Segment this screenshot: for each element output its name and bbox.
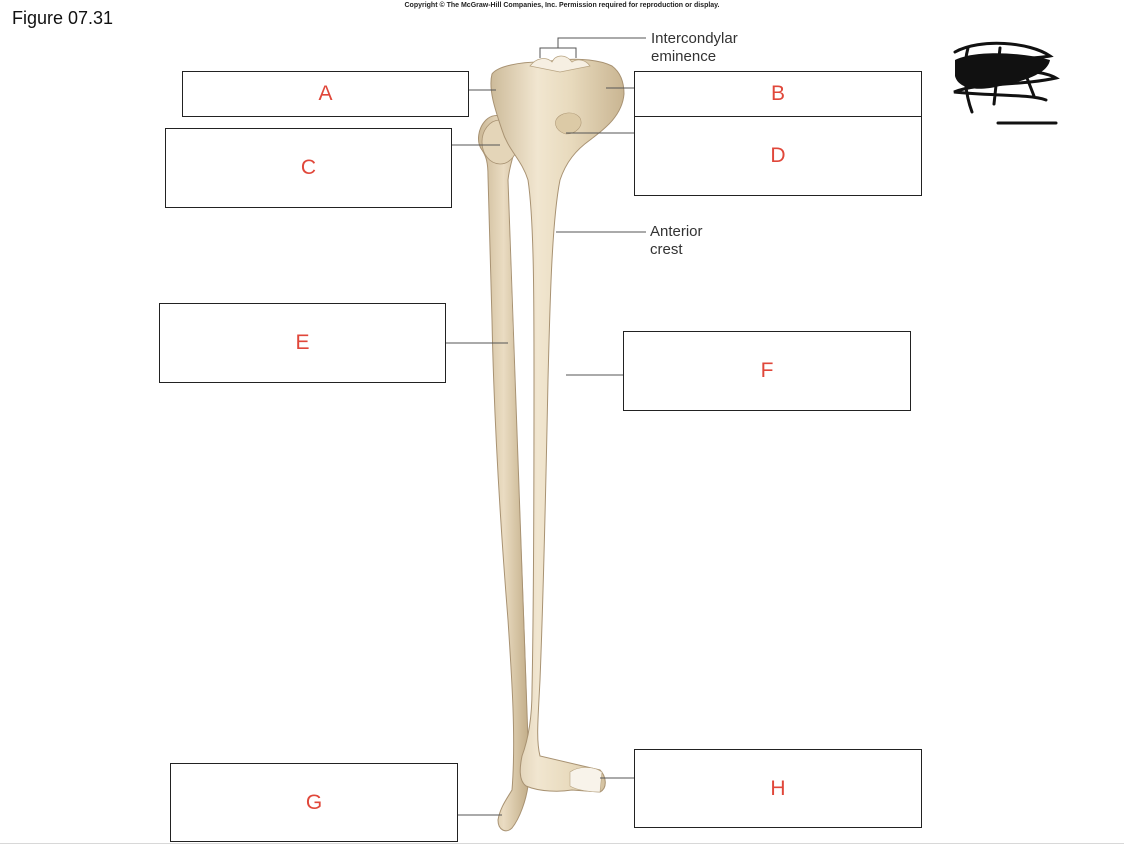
copyright-notice: Copyright © The McGraw-Hill Companies, I… — [404, 2, 720, 9]
callout-intercondylar-line1: Intercondylar — [651, 30, 738, 47]
label-f-text: F — [760, 359, 774, 382]
tibia — [490, 55, 625, 793]
callout-intercondylar-eminence: Intercondylar eminence — [651, 30, 738, 66]
callout-anterior-crest-line1: Anterior — [650, 223, 703, 240]
callout-anterior-crest: Anterior crest — [650, 223, 703, 259]
label-a-text: A — [318, 82, 333, 105]
label-b-text: B — [770, 82, 785, 105]
label-h-text: H — [770, 776, 786, 800]
label-box-h[interactable]: H — [634, 749, 922, 828]
label-box-d[interactable]: D — [634, 116, 922, 196]
label-box-e[interactable]: E — [159, 303, 446, 383]
fibula — [478, 115, 530, 832]
callout-anterior-crest-line2: crest — [650, 241, 683, 258]
label-box-b[interactable]: B — [634, 71, 922, 117]
label-box-f[interactable]: F — [623, 331, 911, 411]
label-box-g[interactable]: G — [170, 763, 458, 842]
label-c-text: C — [300, 156, 317, 179]
label-e-text: E — [295, 331, 310, 354]
scribble-mark — [953, 41, 1060, 125]
label-box-a[interactable]: A — [182, 71, 469, 117]
leader-intercondylar — [539, 37, 646, 58]
bottom-divider — [0, 843, 1124, 844]
figure-title: Figure 07.31 — [12, 8, 114, 28]
label-box-c[interactable]: C — [165, 128, 452, 208]
callout-intercondylar-line2: eminence — [651, 48, 717, 65]
label-g-text: G — [305, 790, 323, 814]
label-d-text: D — [770, 144, 786, 167]
